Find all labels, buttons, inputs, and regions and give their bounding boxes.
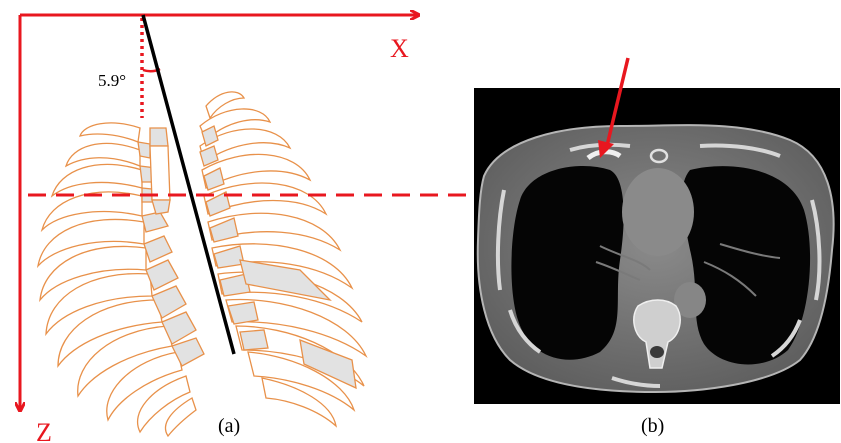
ct-left-lung [511,166,623,360]
ct-spinal-canal [650,346,664,358]
ct-scan-image [474,88,840,404]
sternum [150,128,170,214]
right-ribs [200,92,366,426]
left-ribs [38,123,204,436]
caption-b: (b) [641,415,664,437]
ct-heart [622,168,694,256]
angle-label: 5.9° [98,71,126,90]
z-axis-label: Z [36,418,52,443]
ribcage-illustration [38,92,366,436]
x-axis-label: X [390,34,409,63]
caption-a: (a) [218,415,240,437]
